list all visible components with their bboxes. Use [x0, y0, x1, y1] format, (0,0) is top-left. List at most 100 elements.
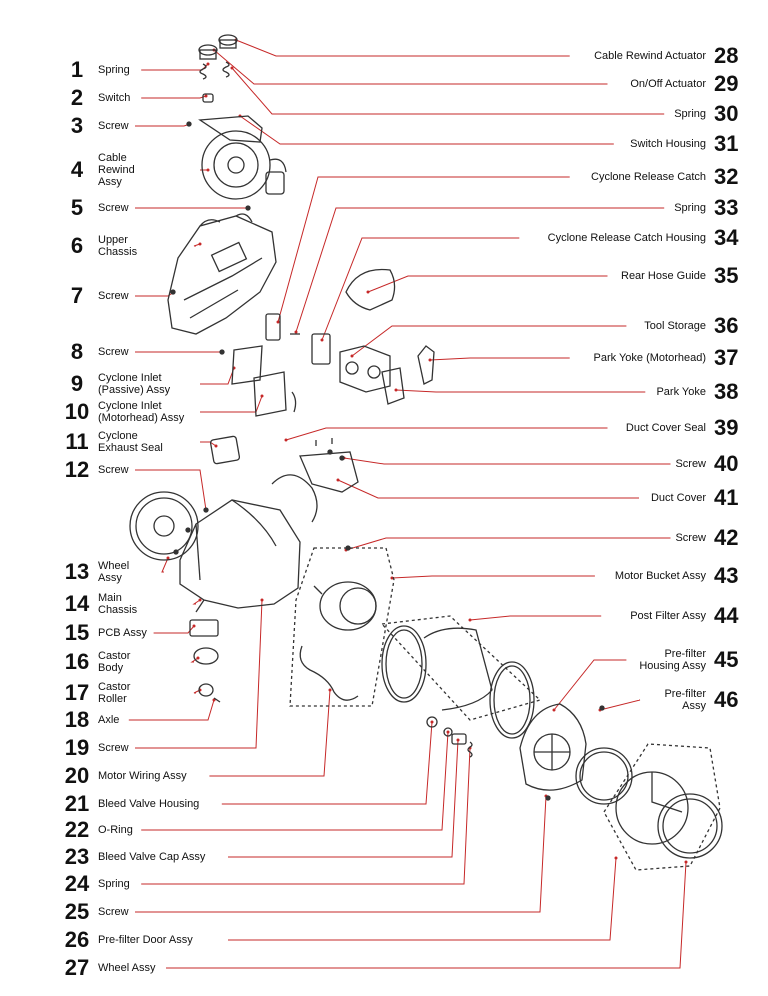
part-label-15: 15 PCB Assy [64, 621, 147, 645]
part-name: Motor Wiring Assy [98, 770, 187, 782]
leader-line-6 [193, 243, 201, 247]
cable-rewind-assy-part [198, 115, 287, 200]
leader-line-24 [141, 747, 471, 885]
part-number: 3 [70, 113, 84, 138]
leader-end-15 [192, 624, 196, 628]
pre-filter-part [575, 747, 633, 805]
part-name: PCB Assy [98, 627, 147, 639]
bleed-valve-part [426, 716, 473, 758]
part-name: Duct Cover Seal [625, 422, 706, 434]
leader-line-46 [599, 699, 641, 711]
part-name: Upper Chassis [98, 234, 138, 258]
part-number: 45 [714, 647, 739, 672]
leader-end-37 [428, 358, 432, 362]
part-number: 16 [64, 649, 90, 674]
leader-line-28 [235, 39, 570, 57]
leader-line-27 [166, 861, 687, 969]
leader-line-45 [553, 659, 627, 711]
leader-line-14 [192, 599, 201, 605]
leader-end-26 [614, 856, 618, 860]
leader-line-2 [141, 95, 207, 99]
part-number: 6 [70, 233, 84, 258]
part-number: 19 [64, 735, 90, 760]
part-name: Duct Cover [650, 492, 706, 504]
part-number: 38 [714, 379, 739, 404]
leader-end-30 [230, 66, 234, 70]
part-number: 18 [64, 707, 90, 732]
leader-line-41 [337, 479, 639, 499]
motor-bucket-assy-outline [289, 547, 395, 707]
leader-end-1 [206, 62, 210, 66]
part-name: Screw [675, 532, 706, 544]
part-number: 22 [64, 817, 90, 842]
part-number: 41 [714, 485, 739, 510]
rear-hose-guide-part [345, 268, 396, 311]
part-number: 7 [70, 283, 84, 308]
leader-line-7 [135, 291, 175, 297]
leader-line-37 [429, 357, 570, 361]
part-name: Main Chassis [98, 592, 138, 616]
leader-line-44 [469, 615, 602, 621]
leader-end-4 [206, 168, 210, 172]
upper-chassis-part [167, 213, 277, 335]
part-label-1: 1 Spring [64, 58, 130, 82]
part-number: 1 [70, 57, 84, 82]
part-number: 37 [714, 345, 739, 370]
part-number: 46 [714, 687, 739, 712]
leader-end-16 [196, 656, 200, 660]
part-number: 34 [714, 225, 739, 250]
part-number: 36 [714, 313, 739, 338]
part-name: Cyclone Inlet (Passive) Assy [98, 372, 171, 396]
leader-end-10 [260, 394, 264, 398]
wheel-assy-part [129, 491, 199, 561]
leader-line-18 [128, 699, 215, 721]
part-number: 15 [64, 620, 90, 645]
part-name: Switch Housing [630, 138, 706, 150]
part-name: Wheel Assy [98, 962, 156, 974]
castor-part [189, 619, 221, 703]
main-chassis-part [179, 499, 301, 613]
part-number: 39 [714, 415, 739, 440]
part-name: Spring [98, 64, 130, 76]
leader-end-11 [214, 444, 218, 448]
cyclone-inlet-part [231, 345, 297, 417]
part-name: Screw [98, 290, 129, 302]
post-filter-part [380, 615, 542, 739]
part-name: Switch [98, 92, 131, 104]
part-number: 4 [70, 157, 84, 182]
leader-end-38 [394, 388, 398, 392]
part-number: 21 [64, 791, 90, 816]
part-number: 44 [714, 603, 739, 628]
pre-filter-door-part [603, 743, 723, 871]
part-number: 5 [70, 195, 84, 220]
part-name: Spring [98, 878, 130, 890]
leader-line-31 [239, 115, 614, 145]
leader-line-9 [200, 367, 235, 385]
part-name: Bleed Valve Cap Assy [98, 851, 206, 863]
part-number: 33 [714, 195, 739, 220]
leader-end-22 [446, 730, 450, 734]
part-name: Screw [98, 464, 129, 476]
part-number: 17 [64, 680, 90, 705]
part-name: Cyclone Inlet (Motorhead) Assy [98, 400, 185, 424]
leader-end-45 [552, 708, 556, 712]
part-name: Screw [675, 458, 706, 470]
duct-cover-part [271, 438, 359, 523]
